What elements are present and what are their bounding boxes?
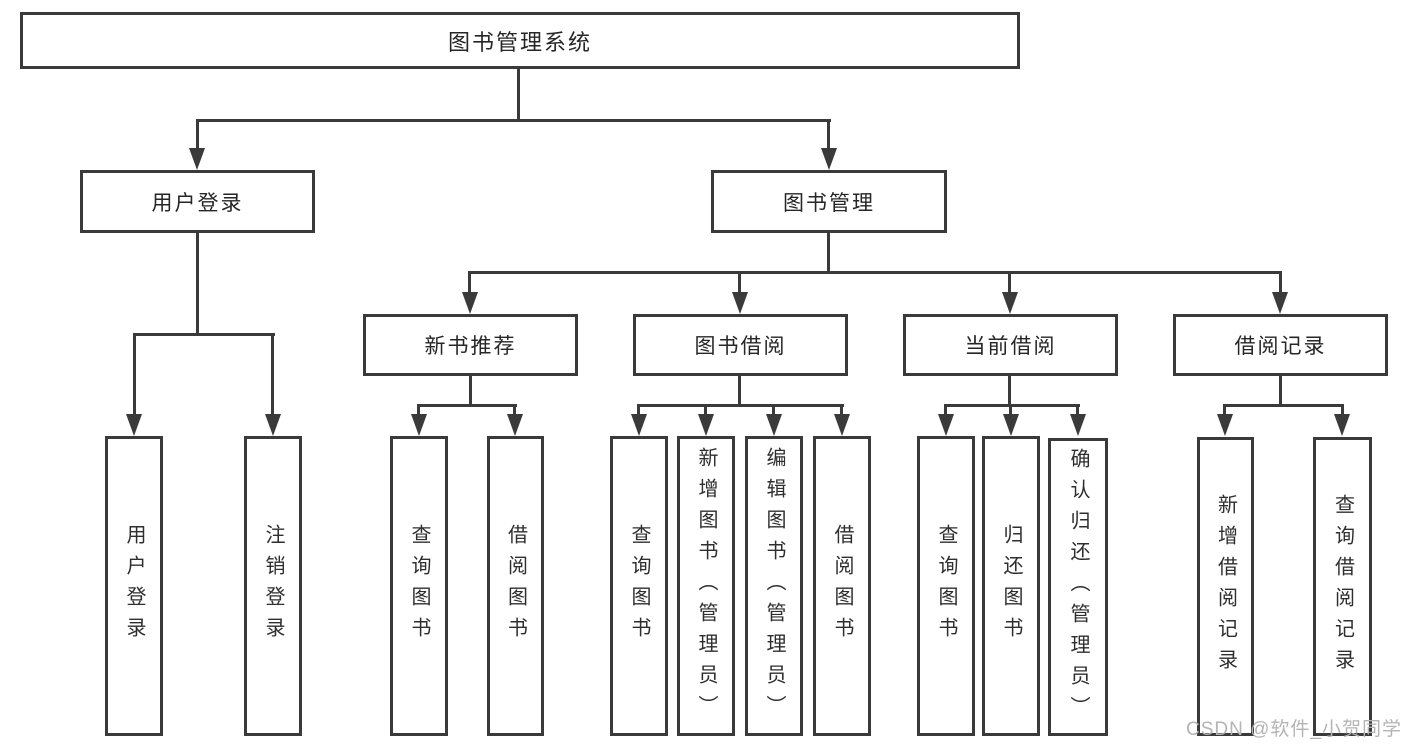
- connector-leg: [772, 404, 775, 418]
- arrowhead-leaf: [1217, 414, 1233, 436]
- leaf-confirm-return-admin: 确认归还（管理员）: [1048, 438, 1108, 736]
- node-user-login-label: 用户登录: [151, 191, 244, 215]
- connector-newbook-bar: [418, 404, 517, 407]
- arrowhead-book-management: [821, 148, 837, 170]
- connector-leg-borrow-record: [1279, 271, 1282, 295]
- connector-newbook-stem: [469, 374, 472, 407]
- arrowhead-leaf-user-login: [126, 414, 142, 436]
- arrowhead-leaf-logout: [265, 414, 281, 436]
- connector-leg-leaf-logout: [271, 333, 274, 417]
- connector-leg-current-borrow: [1008, 271, 1011, 295]
- leaf-borrow-book-1: 借阅图书: [487, 436, 544, 736]
- leaf-edit-book-admin-label: 编辑图书（管理员）: [763, 446, 785, 726]
- arrowhead-leaf: [834, 414, 850, 436]
- node-book-management: 图书管理: [711, 170, 947, 233]
- arrowhead-leaf: [698, 414, 714, 436]
- connector-userlogin-stem: [196, 231, 199, 335]
- leaf-borrow-book-2: 借阅图书: [813, 436, 871, 736]
- arrowhead-leaf: [938, 414, 954, 436]
- leaf-return-book-label: 归还图书: [1000, 524, 1022, 648]
- arrowhead-user-login: [189, 148, 205, 170]
- node-current-borrow-label: 当前借阅: [964, 335, 1057, 358]
- connector-leg: [1341, 404, 1344, 418]
- node-book-management-label: 图书管理: [783, 191, 875, 215]
- arrowhead-leaf: [411, 414, 427, 436]
- connector-currentborrow-bar: [945, 404, 1080, 407]
- leaf-query-book-2-label: 查询图书: [628, 524, 650, 648]
- leaf-add-book-admin: 新增图书（管理员）: [677, 436, 735, 736]
- connector-bookmgmt-stem: [827, 231, 830, 274]
- connector-borrowrecord-bar: [1224, 404, 1344, 407]
- connector-bookmgmt-bar: [468, 271, 1282, 274]
- node-root-label: 图书管理系统: [447, 29, 592, 55]
- node-user-login: 用户登录: [80, 170, 315, 233]
- connector-leg-new-book: [468, 271, 471, 295]
- leaf-user-login-label: 用户登录: [123, 524, 145, 648]
- leaf-logout: 注销登录: [244, 436, 302, 736]
- arrowhead-leaf: [507, 414, 523, 436]
- arrowhead-leaf: [1334, 414, 1350, 436]
- arrowhead-book-borrow: [732, 292, 748, 314]
- connector-leg: [417, 404, 420, 418]
- leaf-borrow-book-2-label: 借阅图书: [831, 524, 853, 648]
- leaf-confirm-return-admin-label: 确认归还（管理员）: [1067, 447, 1089, 727]
- connector-currentborrow-stem: [1008, 374, 1011, 407]
- leaf-query-book-3-label: 查询图书: [935, 524, 957, 648]
- connector-root-bar: [196, 119, 831, 122]
- node-root: 图书管理系统: [20, 12, 1020, 69]
- leaf-query-book-1-label: 查询图书: [408, 524, 430, 648]
- connector-leg: [944, 404, 947, 418]
- leaf-query-book-3: 查询图书: [917, 436, 975, 736]
- leaf-edit-book-admin: 编辑图书（管理员）: [745, 436, 803, 736]
- leaf-add-book-admin-label: 新增图书（管理员）: [695, 446, 717, 726]
- connector-bookborrow-bar: [638, 404, 844, 407]
- node-new-book-recommend: 新书推荐: [363, 314, 578, 376]
- leaf-query-book-2: 查询图书: [610, 436, 668, 736]
- connector-leg: [1009, 404, 1012, 418]
- connector-leg: [513, 404, 516, 418]
- leaf-query-borrow-record: 查询借阅记录: [1313, 437, 1372, 736]
- arrowhead-new-book: [462, 292, 478, 314]
- connector-userlogin-bar: [133, 333, 275, 336]
- node-current-borrow: 当前借阅: [903, 314, 1118, 376]
- connector-leg: [1223, 404, 1226, 418]
- connector-leg: [1076, 404, 1079, 418]
- leaf-add-borrow-record: 新增借阅记录: [1197, 437, 1254, 736]
- arrowhead-borrow-record: [1272, 292, 1288, 314]
- node-new-book-recommend-label: 新书推荐: [424, 335, 517, 358]
- connector-leg: [840, 404, 843, 418]
- connector-borrowrecord-stem: [1279, 374, 1282, 407]
- connector-bookborrow-stem: [738, 374, 741, 407]
- node-borrow-record: 借阅记录: [1173, 314, 1388, 376]
- leaf-query-book-1: 查询图书: [390, 436, 448, 736]
- connector-leg-leaf-user-login: [133, 333, 136, 417]
- connector-leg-book-management: [827, 119, 830, 153]
- node-book-borrow-label: 图书借阅: [694, 335, 787, 358]
- connector-root-stem: [517, 66, 520, 121]
- arrowhead-leaf: [1003, 414, 1019, 436]
- arrowhead-leaf: [631, 414, 647, 436]
- node-borrow-record-label: 借阅记录: [1234, 335, 1327, 358]
- arrowhead-leaf: [766, 414, 782, 436]
- leaf-add-borrow-record-label: 新增借阅记录: [1214, 493, 1237, 680]
- leaf-borrow-book-1-label: 借阅图书: [504, 524, 527, 648]
- connector-leg: [637, 404, 640, 418]
- connector-leg-book-borrow: [738, 271, 741, 295]
- leaf-query-borrow-record-label: 查询借阅记录: [1331, 493, 1354, 680]
- leaf-return-book: 归还图书: [982, 436, 1040, 736]
- connector-leg-user-login: [196, 119, 199, 153]
- leaf-user-login: 用户登录: [105, 436, 163, 736]
- watermark-text: CSDN @软件_小贺同学: [1186, 719, 1402, 740]
- leaf-logout-label: 注销登录: [262, 524, 284, 648]
- arrowhead-current-borrow: [1002, 292, 1018, 314]
- arrowhead-leaf: [1070, 414, 1086, 436]
- connector-leg: [704, 404, 707, 418]
- node-book-borrow: 图书借阅: [633, 314, 848, 376]
